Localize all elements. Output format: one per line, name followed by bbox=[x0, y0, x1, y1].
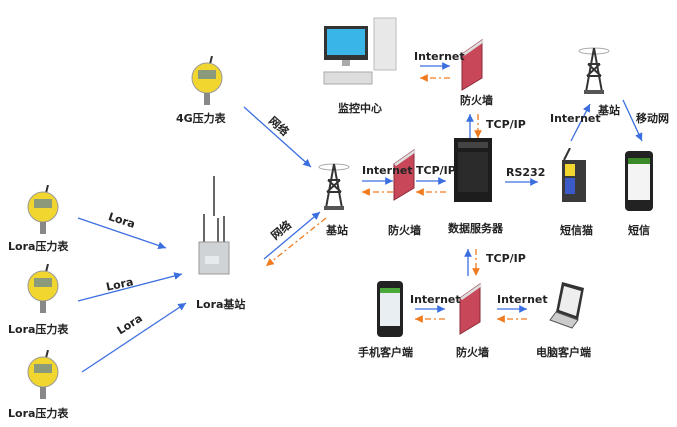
edge-label-base-internet: Internet bbox=[362, 164, 413, 177]
label-base-station-right: 基站 bbox=[598, 104, 620, 117]
lora-gauge-1-icon bbox=[27, 185, 59, 234]
link-modem-to-base bbox=[570, 103, 591, 142]
label-firewall-bottom: 防火墙 bbox=[456, 346, 489, 359]
label-lora-gauge-3: Lora压力表 bbox=[8, 407, 69, 420]
monitor-center-icon bbox=[323, 17, 397, 85]
label-base-station: 基站 bbox=[326, 224, 348, 237]
lora-base-icon bbox=[198, 176, 230, 275]
link-4g-to-base bbox=[243, 106, 312, 168]
link-lora3 bbox=[81, 302, 187, 373]
firewall-top-icon bbox=[461, 39, 484, 91]
mobile-client-icon bbox=[377, 281, 403, 337]
firewall-bottom-icon bbox=[459, 283, 482, 335]
label-pc-client: 电脑客户端 bbox=[536, 346, 591, 359]
edge-label-fw-tcpip: TCP/IP bbox=[416, 164, 456, 177]
label-sms-modem: 短信猫 bbox=[560, 224, 593, 237]
label-4g-gauge: 4G压力表 bbox=[176, 112, 226, 125]
base-station-right-tower-icon bbox=[578, 47, 610, 94]
label-data-server: 数据服务器 bbox=[448, 222, 503, 235]
gauge-4g-icon bbox=[191, 56, 223, 105]
label-lora-gauge-1: Lora压力表 bbox=[8, 240, 69, 253]
link-lora2 bbox=[77, 272, 183, 302]
edge-label-modem-internet: Internet bbox=[550, 112, 601, 125]
edge-label-pc-internet: Internet bbox=[497, 293, 548, 306]
sms-phone-icon bbox=[625, 151, 653, 211]
link-lora1 bbox=[77, 217, 167, 250]
label-firewall-top: 防火墙 bbox=[460, 94, 493, 107]
base-station-tower-icon bbox=[318, 163, 350, 210]
label-mobile-client: 手机客户端 bbox=[358, 346, 413, 359]
link-lorabase-to-base bbox=[263, 211, 321, 260]
pc-client-icon bbox=[549, 282, 584, 329]
firewall-mid-icon bbox=[393, 149, 416, 201]
label-lora-base: Lora基站 bbox=[196, 298, 246, 311]
link-base-to-sms bbox=[622, 99, 643, 142]
label-monitor-center: 监控中心 bbox=[338, 102, 382, 115]
edge-label-monitor-internet: Internet bbox=[414, 50, 465, 63]
label-firewall-mid: 防火墙 bbox=[388, 224, 421, 237]
edge-label-mobile-internet: Internet bbox=[410, 293, 461, 306]
edge-label-mobile-network: 移动网 bbox=[636, 112, 669, 125]
lora-gauge-3-icon bbox=[27, 350, 59, 399]
return-base-to-lorabase bbox=[265, 217, 327, 267]
edge-label-rs232: RS232 bbox=[506, 166, 546, 179]
label-lora-gauge-2: Lora压力表 bbox=[8, 323, 69, 336]
lora-gauge-2-icon bbox=[27, 264, 59, 313]
sms-modem-icon bbox=[562, 148, 586, 202]
data-server-icon bbox=[454, 138, 492, 202]
edge-label-server-tcpip-bottom: TCP/IP bbox=[486, 252, 526, 265]
edge-label-server-tcpip-top: TCP/IP bbox=[486, 118, 526, 131]
label-sms: 短信 bbox=[628, 224, 650, 237]
